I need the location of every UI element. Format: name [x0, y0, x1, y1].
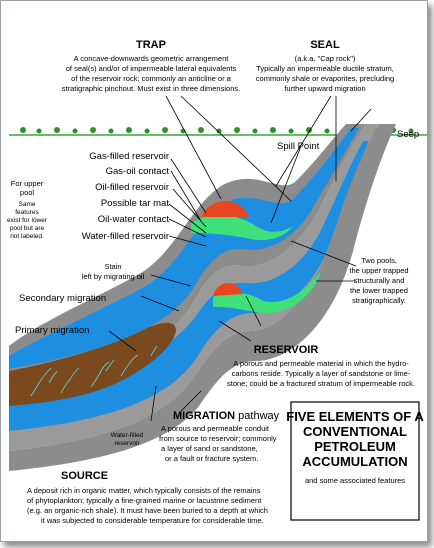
- svg-text:For upper: For upper: [11, 179, 44, 188]
- svg-text:further upward migration: further upward migration: [284, 84, 365, 93]
- svg-text:A porous and permeable conduit: A porous and permeable conduit: [161, 424, 270, 433]
- trap-description: A concave-downwards geometric arrangemen…: [62, 54, 240, 93]
- primary-migration-paths: [30, 345, 158, 397]
- svg-text:stone; could be a fractured st: stone; could be a fractured stratum of i…: [227, 379, 415, 388]
- svg-text:Water-filled: Water-filled: [111, 432, 144, 439]
- gas-oil-contact-label: Gas-oil contact: [106, 166, 170, 177]
- oil-zone-upper: [191, 215, 293, 241]
- reservoir-layer-upper: [9, 128, 359, 369]
- svg-text:stratigraphic pinchout. Must: stratigraphic pinchout. Must exist in th…: [62, 84, 240, 93]
- water-filled-label: Water-filled reservoir: [111, 432, 144, 447]
- svg-text:PETROLEUM: PETROLEUM: [314, 439, 396, 454]
- svg-text:FIVE ELEMENTS OF A: FIVE ELEMENTS OF A: [286, 409, 424, 424]
- svg-text:A deposit rich in organic matt: A deposit rich in organic matter, which …: [27, 486, 261, 495]
- svg-text:features: features: [15, 209, 39, 216]
- migration-description: A porous and permeable conduit from sour…: [159, 424, 277, 463]
- upper-pool-labels: Gas-filled reservoir Gas-oil contact Oil…: [82, 151, 170, 242]
- gas-zone-lower: [213, 283, 243, 296]
- oil-water-contact-label: Oil-water contact: [98, 214, 170, 225]
- water-reservoir-label: Water-filled reservoir: [82, 231, 169, 242]
- svg-text:(e.g. an organic-rich shale).: (e.g. an organic-rich shale). It must ha…: [27, 506, 268, 515]
- gas-reservoir-label: Gas-filled reservoir: [89, 151, 169, 162]
- svg-text:Two pools,: Two pools,: [361, 256, 397, 265]
- svg-text:ACCUMULATION: ACCUMULATION: [302, 454, 407, 469]
- upper-pool-note: For upper pool Same features exist for l…: [7, 179, 48, 240]
- svg-text:or a fault or fracture system.: or a fault or fracture system.: [165, 454, 258, 463]
- svg-text:stratigraphically.: stratigraphically.: [352, 296, 406, 305]
- svg-text:reservoir: reservoir: [114, 440, 140, 447]
- seal-description: (a.k.a. "Cap rock") Typically an imperme…: [256, 54, 394, 93]
- svg-text:Same: Same: [19, 201, 36, 208]
- svg-text:left by migrating oil: left by migrating oil: [82, 272, 145, 281]
- two-pools-note: Two pools, the upper trapped structurall…: [349, 256, 408, 305]
- seep-label: Seep: [397, 129, 419, 140]
- source-heading: SOURCE: [61, 470, 108, 482]
- stain-label: Stain left by migrating oil: [82, 262, 145, 281]
- svg-text:A concave-downwards geometric: A concave-downwards geometric arrangemen…: [74, 54, 230, 63]
- reservoir-description: A porous and permeable material in which…: [227, 359, 415, 388]
- svg-text:not labeled.: not labeled.: [10, 233, 44, 240]
- leader-lines: [108, 95, 372, 422]
- oil-zone-lower: [213, 271, 321, 314]
- svg-text:carbons reside. Typically a l: carbons reside. Typically a layer of san…: [232, 369, 411, 378]
- svg-text:Typically an impermeable ducti: Typically an impermeable ductile stratum…: [256, 64, 394, 73]
- trees: [20, 127, 414, 134]
- title-box: FIVE ELEMENTS OF A CONVENTIONAL PETROLEU…: [286, 401, 424, 521]
- seal-heading: SEAL: [310, 39, 340, 51]
- svg-text:exist for lower: exist for lower: [7, 217, 48, 224]
- svg-text:of the reservoir rock; commonl: of the reservoir rock; commonly an antic…: [71, 74, 231, 83]
- svg-text:of phytoplankton; typically a: of phytoplankton; typically a fine-grain…: [27, 496, 262, 505]
- source-description: A deposit rich in organic matter, which …: [27, 486, 268, 525]
- migration-heading: MIGRATION pathway: [173, 410, 280, 422]
- svg-text:the upper trapped: the upper trapped: [349, 266, 408, 275]
- primary-migration-label: Primary migration: [15, 325, 89, 336]
- svg-text:pool: pool: [20, 188, 35, 197]
- source-rock: [9, 322, 176, 406]
- svg-text:commonly shale or evaporites,: commonly shale or evaporites, precluding: [256, 74, 394, 83]
- basin-gray: [9, 124, 396, 471]
- reservoir-heading: RESERVOIR: [254, 344, 319, 356]
- svg-text:a layer of sand or sandstone,: a layer of sand or sandstone,: [161, 444, 258, 453]
- diagram-frame: TRAP A concave-downwards geometric arran…: [0, 0, 428, 542]
- svg-text:CONVENTIONAL: CONVENTIONAL: [303, 424, 407, 439]
- oil-reservoir-label: Oil-filled reservoir: [95, 182, 169, 193]
- svg-text:structurally and: structurally and: [354, 276, 405, 285]
- svg-text:A porous and permeable materia: A porous and permeable material in which…: [233, 359, 409, 368]
- spill-point-label: Spill Point: [277, 141, 320, 152]
- svg-text:from source to reservoir; comm: from source to reservoir; commonly: [159, 434, 277, 443]
- svg-text:pool but are: pool but are: [10, 225, 45, 232]
- svg-text:(a.k.a. "Cap rock"): (a.k.a. "Cap rock"): [295, 54, 356, 63]
- svg-text:and some associated features: and some associated features: [305, 476, 405, 485]
- tar-mat-label: Possible tar mat: [101, 198, 169, 209]
- svg-text:it was subjected to considerab: it was subjected to considerable tempera…: [41, 516, 264, 525]
- svg-text:the lower trapped: the lower trapped: [350, 286, 408, 295]
- gas-zone-upper: [201, 201, 249, 217]
- trap-heading: TRAP: [136, 39, 166, 51]
- secondary-migration-label: Secondary migration: [19, 293, 106, 304]
- svg-text:of seal(s) and/or of impermeab: of seal(s) and/or of impermeable lateral…: [66, 64, 237, 73]
- svg-text:Stain: Stain: [104, 262, 121, 271]
